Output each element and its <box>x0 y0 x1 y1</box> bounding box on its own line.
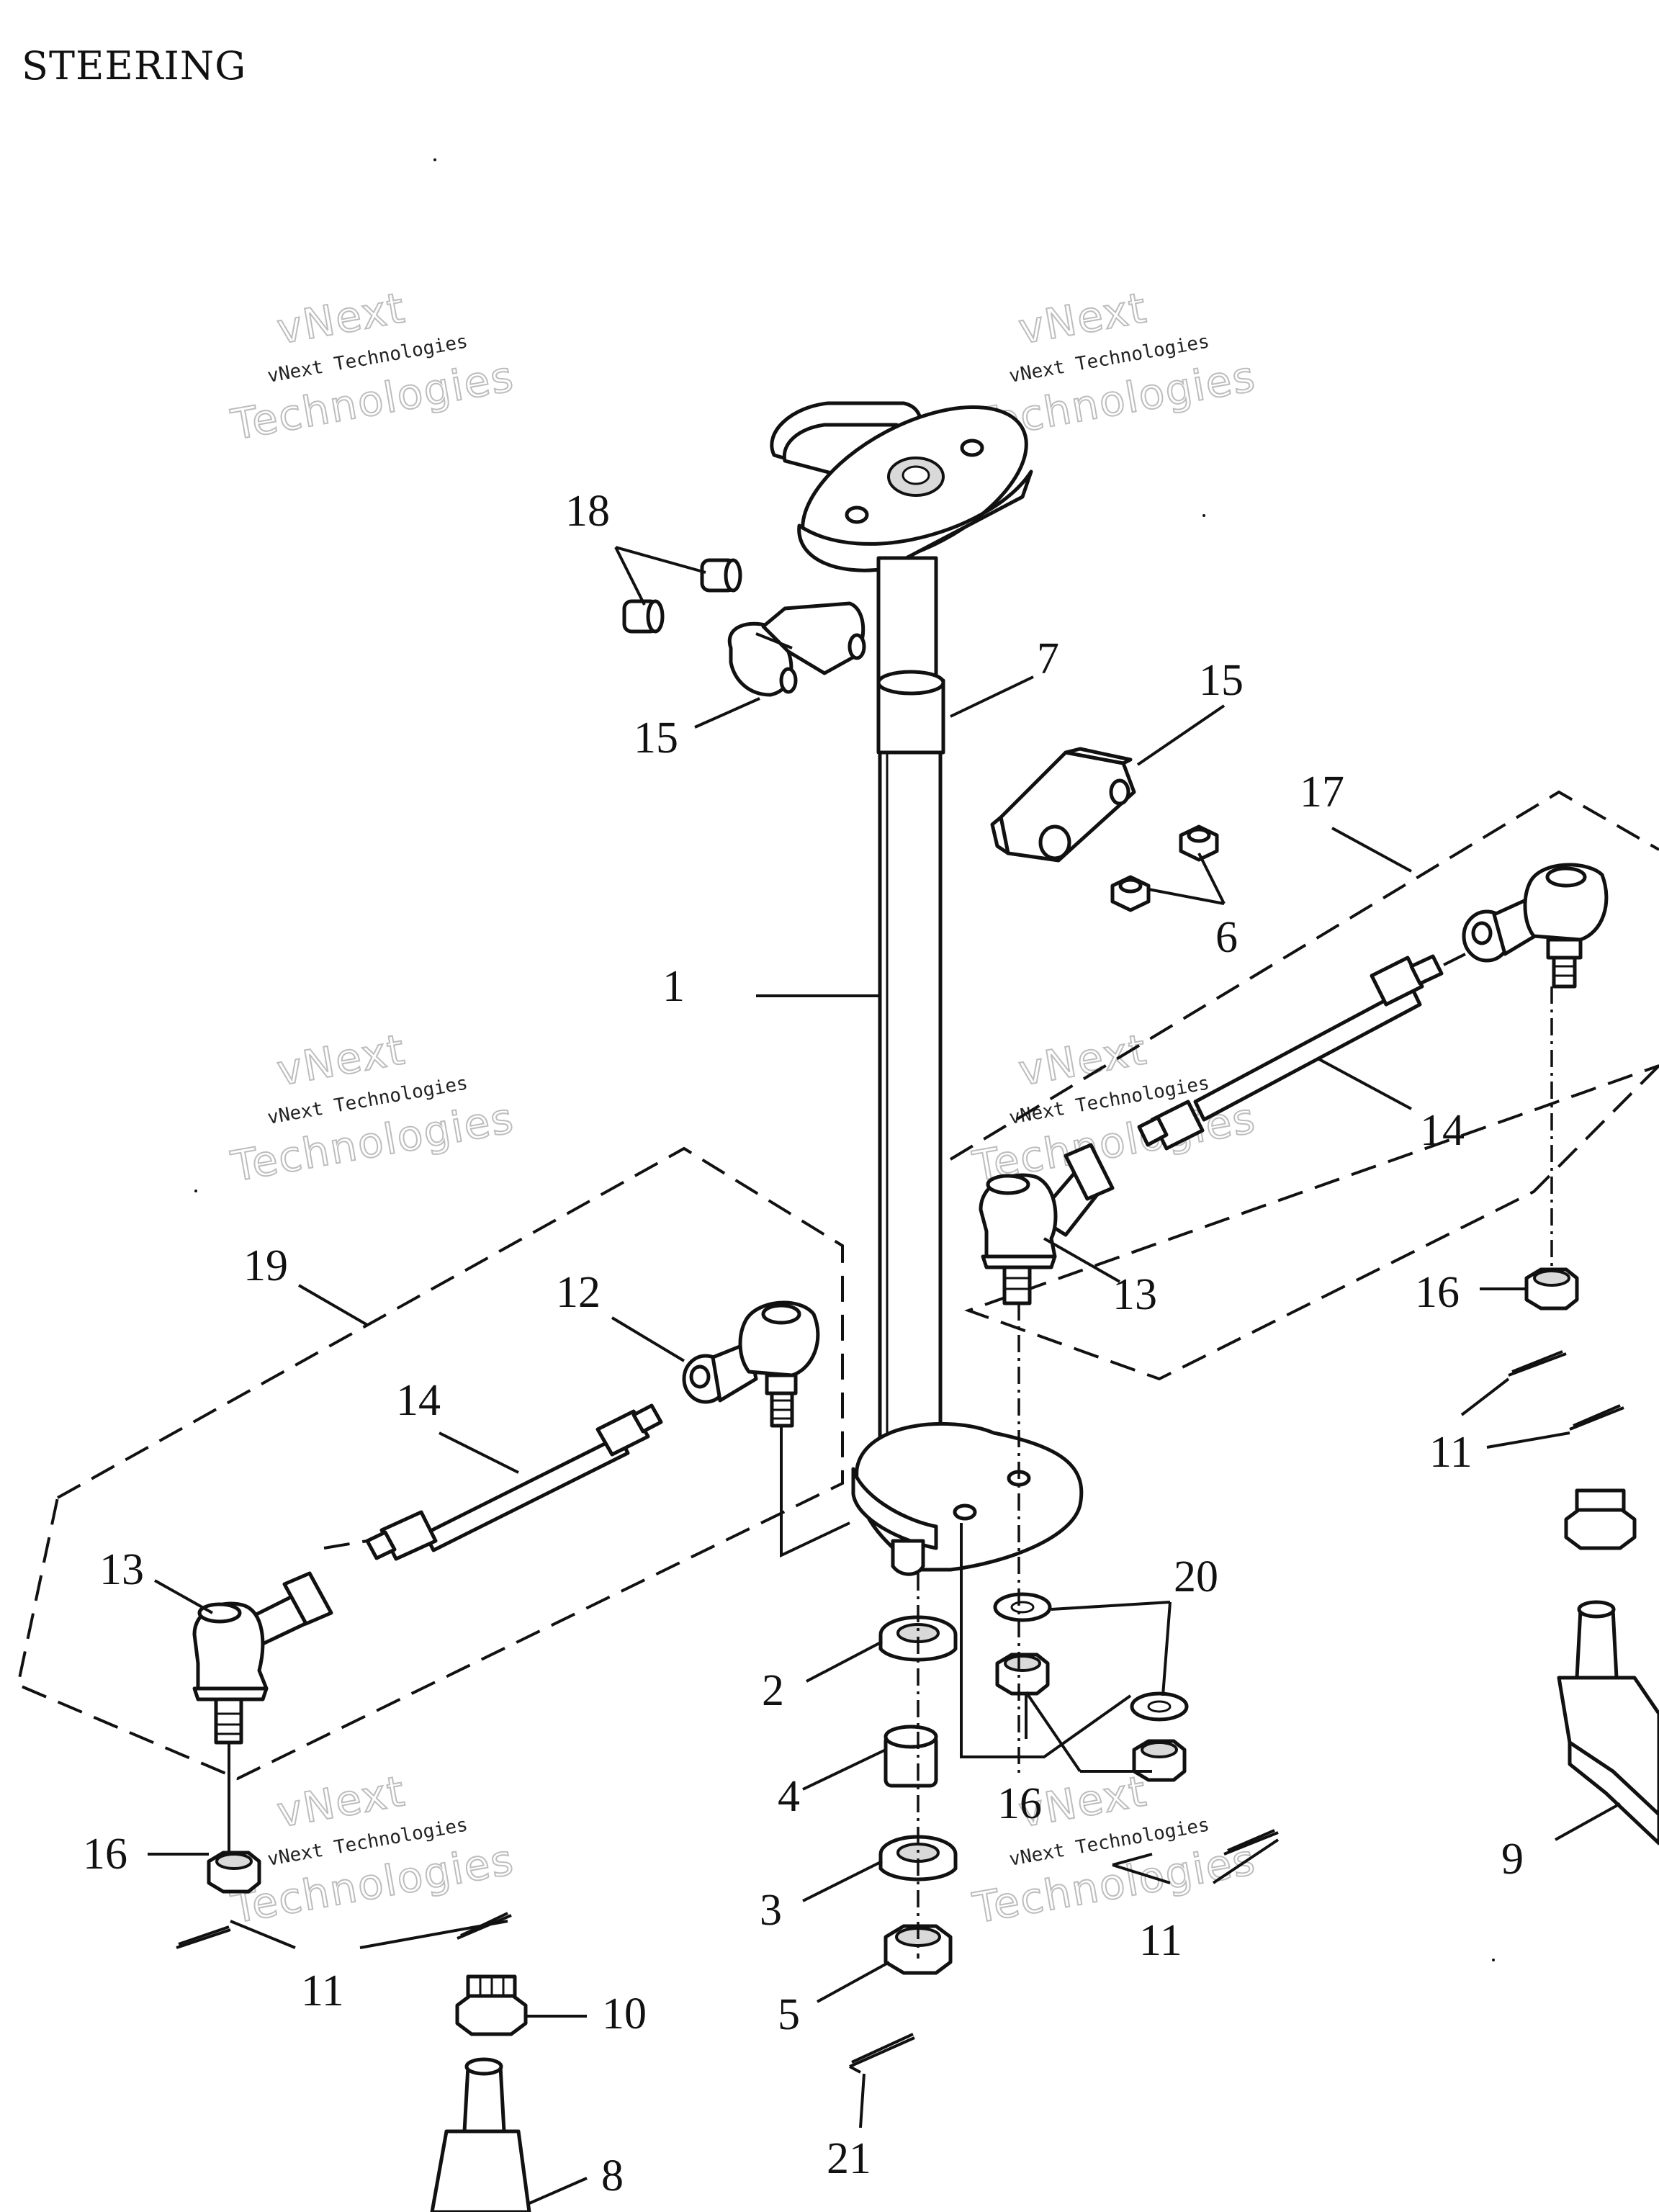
assembly-19-outline <box>16 1146 844 1781</box>
callout-3: 3 <box>760 1886 782 1935</box>
cotter-pin-11-mid-a <box>1112 1853 1153 1866</box>
bushing-18b <box>622 599 665 634</box>
callout-21: 21 <box>827 2134 871 2183</box>
callout-5: 5 <box>778 1990 800 2039</box>
watermark-1: vNext Technologies vNext Technologies <box>227 282 518 450</box>
nut-16b <box>1132 1739 1187 1782</box>
svg-text:vNext: vNext <box>1015 283 1151 354</box>
handlebar-clamp-15a <box>727 601 866 697</box>
callout-12: 12 <box>556 1268 601 1317</box>
callout-9: 9 <box>1501 1835 1524 1884</box>
cotter-pin-21 <box>849 2033 915 2074</box>
callout-20: 20 <box>1174 1552 1218 1601</box>
callout-labels: 1 2 3 4 5 6 7 8 9 10 11 11 11 12 13 13 1… <box>83 487 1524 2200</box>
callout-16-left: 16 <box>83 1830 127 1879</box>
nut-16a <box>995 1653 1050 1696</box>
callout-11-right: 11 <box>1429 1428 1473 1477</box>
castle-nut-10 <box>455 1974 528 2036</box>
callout-16-right: 16 <box>1415 1268 1460 1317</box>
bushing-4 <box>884 1725 938 1788</box>
callout-18: 18 <box>565 487 610 536</box>
rod-dash-left <box>323 1539 368 1550</box>
callout-19: 19 <box>243 1241 288 1290</box>
cotter-pin-11-left-a <box>176 1925 231 1949</box>
washer-20b <box>1130 1691 1189 1722</box>
callout-8: 8 <box>601 2152 624 2200</box>
callout-13-right: 13 <box>1112 1270 1157 1319</box>
svg-text:vNext: vNext <box>274 283 410 354</box>
tie-rod-assembly-19 <box>192 1300 820 1745</box>
svg-text:vNext: vNext <box>1015 1025 1151 1095</box>
steering-shaft <box>770 401 1084 1576</box>
handlebar-clamp-15b <box>990 747 1136 863</box>
nut-6b <box>1110 875 1151 912</box>
callout-14-right: 14 <box>1420 1106 1465 1155</box>
left-inner-link-line <box>780 1426 850 1558</box>
callout-13-left: 13 <box>99 1545 144 1594</box>
callout-15-right: 15 <box>1199 656 1244 705</box>
cotter-pin-11-mid-b <box>1223 1829 1279 1856</box>
steering-knuckle-8 <box>430 2057 531 2212</box>
pitman-link-line <box>960 1523 1132 1758</box>
nut-6a <box>1179 824 1219 862</box>
callout-16-mid: 16 <box>997 1779 1042 1828</box>
rod-dash-right <box>1443 953 1466 966</box>
callout-11-left: 11 <box>301 1966 344 2015</box>
callout-14-left: 14 <box>396 1376 441 1425</box>
callout-11-mid: 11 <box>1139 1916 1182 1965</box>
watermark-3: vNext Technologies vNext Technologies <box>227 1024 518 1192</box>
cotter-pin-11-right-b <box>1569 1404 1624 1431</box>
nut-16d <box>1524 1267 1579 1310</box>
svg-text:vNext: vNext <box>274 1766 410 1837</box>
callout-2: 2 <box>762 1666 784 1715</box>
callout-7: 7 <box>1037 634 1059 683</box>
callout-15-left: 15 <box>634 714 678 763</box>
tie-rod-assembly-17 <box>979 863 1609 1305</box>
assembly-17-outline <box>949 790 1659 1381</box>
cotter-pin-11-right-a <box>1508 1350 1567 1377</box>
watermark-5: vNext Technologies vNext Technologies <box>227 1766 518 1933</box>
callout-6: 6 <box>1215 913 1238 962</box>
washer-20a <box>993 1592 1052 1622</box>
watermark-6: vNext Technologies vNext Technologies <box>968 1766 1260 1933</box>
page-title: STEERING <box>22 43 247 89</box>
callout-4: 4 <box>778 1772 800 1821</box>
leader-lines <box>148 546 1621 2205</box>
callout-1: 1 <box>662 962 685 1011</box>
nut-16c <box>207 1851 261 1894</box>
steering-knuckle-9 <box>1557 1600 1659 1845</box>
svg-text:vNext: vNext <box>274 1025 410 1095</box>
bushing-18a <box>700 558 742 593</box>
callout-17: 17 <box>1300 768 1344 817</box>
castle-nut-10-right <box>1564 1488 1637 1550</box>
callout-10: 10 <box>602 1990 647 2038</box>
